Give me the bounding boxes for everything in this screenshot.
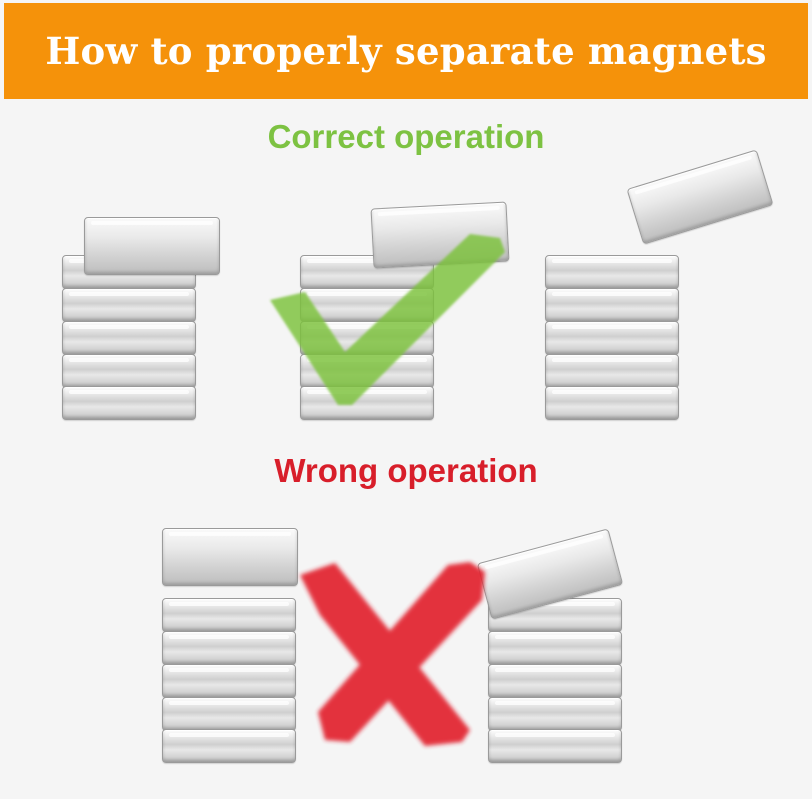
magnet-block xyxy=(626,149,774,245)
magnet-block xyxy=(545,255,679,289)
magnet-block xyxy=(162,598,296,632)
magnet-block xyxy=(488,729,622,763)
magnet-block xyxy=(62,288,196,322)
magnet-block xyxy=(162,631,296,665)
magnet-block xyxy=(62,386,196,420)
magnet-block xyxy=(162,729,296,763)
magnet-block xyxy=(300,354,434,388)
magnet-block xyxy=(62,321,196,355)
magnet-block xyxy=(545,386,679,420)
banner-title: How to properly separate magnets xyxy=(45,29,767,73)
magnet-block xyxy=(488,598,622,632)
magnet-block xyxy=(488,697,622,731)
correct-operation-heading: Correct operation xyxy=(267,118,545,155)
magnet-block xyxy=(62,255,196,289)
magnet-block xyxy=(162,664,296,698)
wrong-operation-heading: Wrong operation xyxy=(274,452,538,489)
title-banner: How to properly separate magnets xyxy=(4,3,808,99)
magnet-block xyxy=(162,528,298,586)
magnet-block xyxy=(545,354,679,388)
magnet-block xyxy=(62,354,196,388)
magnet-block xyxy=(545,321,679,355)
magnet-block xyxy=(488,664,622,698)
magnet-block xyxy=(370,201,510,269)
magnet-block xyxy=(162,697,296,731)
magnet-block xyxy=(300,255,434,289)
magnet-block xyxy=(84,217,220,275)
magnet-block xyxy=(488,631,622,665)
magnet-block xyxy=(300,386,434,420)
magnet-block xyxy=(476,528,624,620)
magnet-block xyxy=(300,321,434,355)
magnet-block xyxy=(545,288,679,322)
magnet-block xyxy=(300,288,434,322)
